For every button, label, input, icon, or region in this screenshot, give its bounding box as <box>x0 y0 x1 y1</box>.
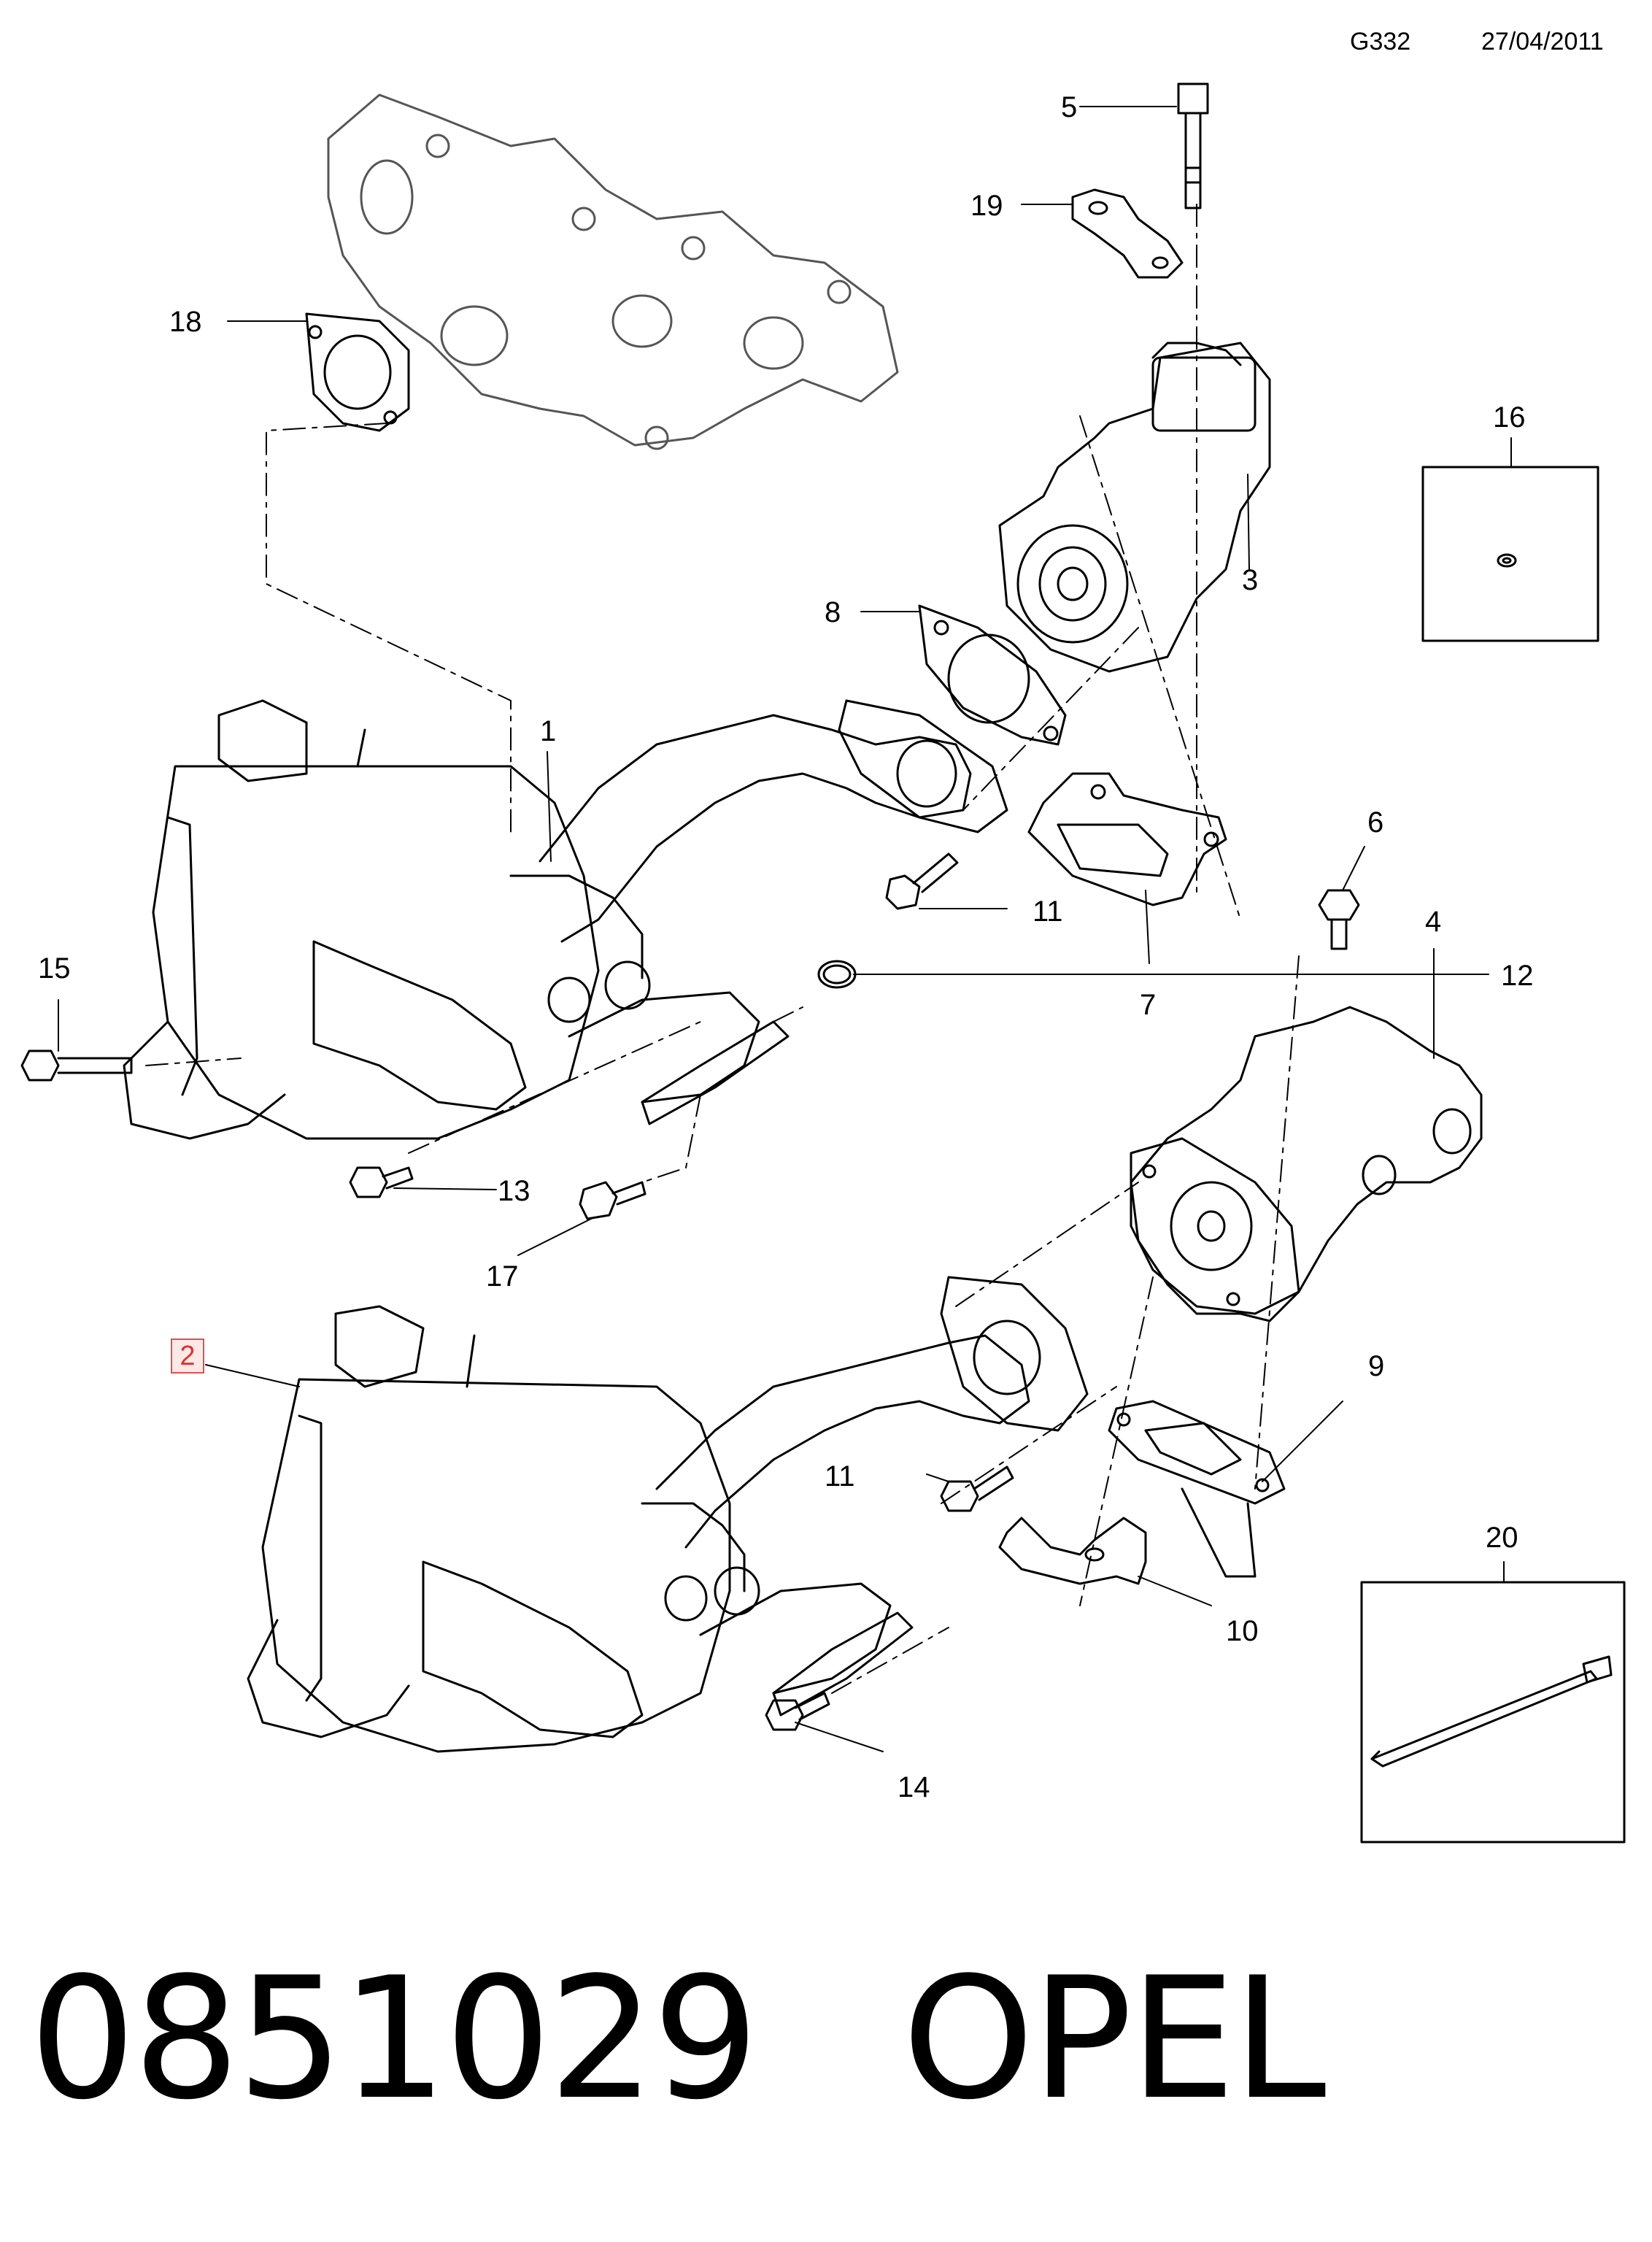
assembly-lines <box>145 204 1300 1694</box>
bolt-15 <box>20 1049 133 1082</box>
header-date: 27/04/2011 <box>1481 28 1604 55</box>
callout-20: 20 <box>1486 1522 1518 1554</box>
leader-lines <box>58 106 1512 1752</box>
bracket-19 <box>1071 188 1184 279</box>
callout-15: 15 <box>38 952 71 985</box>
egr-valve-3 <box>998 342 1271 673</box>
gasket-9 <box>1108 1400 1286 1578</box>
callout-17: 17 <box>486 1260 519 1293</box>
gasket-7 <box>1027 772 1227 906</box>
callout-4: 4 <box>1425 906 1441 938</box>
callout-13: 13 <box>498 1175 530 1207</box>
bolt-5 <box>1177 82 1209 209</box>
bolt-11-lower <box>940 1465 1014 1512</box>
bolt-11-upper <box>885 852 959 910</box>
bolt-17 <box>579 1181 646 1220</box>
callout-9: 9 <box>1368 1350 1384 1382</box>
kit-box-16 <box>1421 466 1599 642</box>
callout-12: 12 <box>1501 960 1534 992</box>
kit-box-20 <box>1360 1581 1626 1844</box>
callout-11-lower: 11 <box>825 1460 855 1492</box>
gasket-8 <box>918 604 1067 746</box>
footer-part-label: 0851029 OPEL <box>29 1942 1327 2137</box>
part-number: 0851029 <box>29 1942 759 2137</box>
brand-name: OPEL <box>902 1942 1326 2137</box>
bolt-13 <box>349 1166 414 1198</box>
callout-5: 5 <box>1061 91 1077 123</box>
callout-14: 14 <box>898 1771 930 1803</box>
callout-16: 16 <box>1493 401 1526 434</box>
callout-6: 6 <box>1367 806 1383 839</box>
callout-3: 3 <box>1242 564 1258 596</box>
callout-18: 18 <box>169 306 202 338</box>
callout-7: 7 <box>1140 989 1156 1021</box>
callout-2-highlighted: 2 <box>171 1338 204 1374</box>
exhaust-manifold <box>327 93 899 450</box>
header-code: G332 <box>1350 28 1411 55</box>
egr-cooler-2 <box>247 1276 1089 1753</box>
bolt-6 <box>1318 889 1360 950</box>
bolt-14 <box>765 1692 830 1731</box>
callout-labels: 18 5 19 3 8 1 7 12 11 6 4 15 13 17 9 11 … <box>38 91 1534 1803</box>
callout-10: 10 <box>1226 1615 1259 1647</box>
gasket-18 <box>305 312 410 432</box>
egr-cooler-1 <box>123 699 1008 1140</box>
callout-8: 8 <box>825 596 841 628</box>
bracket-10 <box>998 1517 1147 1585</box>
egr-valve-4 <box>1130 1006 1483 1322</box>
callout-1: 1 <box>540 715 556 747</box>
callout-19: 19 <box>970 190 1003 222</box>
o-ring-12 <box>817 960 857 989</box>
callout-11-upper: 11 <box>1032 895 1063 928</box>
